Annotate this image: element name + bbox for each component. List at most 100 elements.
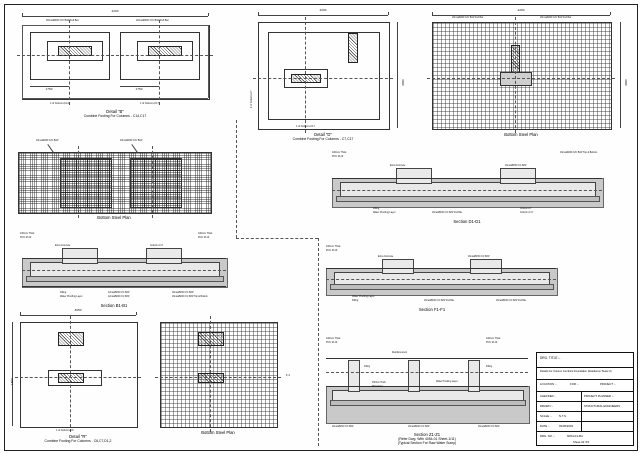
- bsp-tr-title-text: Bottom Steel Plan: [504, 132, 538, 137]
- detail-b-dim-1: 1750: [45, 87, 53, 91]
- tb-row-2-left-value: N.T.S.: [559, 414, 567, 418]
- detail-d-subtitle: Combine Footing For Columns - C7,C17: [292, 137, 354, 141]
- title-block: DRG. TITLE :- Details For Column Combine…: [536, 352, 634, 446]
- sec-z1-label-6: Filling: [364, 366, 370, 368]
- sec-b1-title-text: Section B1-B1: [100, 303, 128, 308]
- sec-z1-label-5: Water Proofing Layer: [436, 381, 458, 383]
- detail-d-col-c7: ¢ of Column-C7: [250, 90, 253, 108]
- sec-d1-label-8: Column-C7: [520, 208, 532, 210]
- detail-d-col-c17: ¢ of Column-C17: [296, 125, 315, 128]
- tb-row-2-left-label: SCALE :-: [540, 414, 552, 418]
- tb-row-4-left-label: DRG. NO. :-: [540, 434, 556, 438]
- tb-row-0-right-label: PROJECT PLANNER :-: [584, 394, 614, 398]
- bsp-left-label-1: 16nosØ200 C/C B/W: [36, 139, 59, 142]
- sec-z1-label-8: 100mm Thick: [486, 337, 501, 340]
- sec-z1-label-1: PCC M-10: [326, 341, 338, 344]
- sec-b1-label-6: PCC M-10: [198, 236, 210, 239]
- tb-row-4-left-value: 6054-01-B4: [567, 434, 583, 438]
- bsp-tr-dim-overall: 4200: [517, 8, 525, 12]
- sec-b1-label-12: Column-C17: [150, 245, 163, 247]
- sec-d1-label-9: Column-C17: [520, 212, 533, 214]
- detail-r-subtitle: Combine Footing For Columns - C6,C7,D1,2: [44, 439, 112, 443]
- tb-location-label: LOCATION :-: [540, 382, 557, 386]
- detail-r-col-c6: ¢ of Column-C6: [56, 429, 74, 432]
- sec-d1-label-1: PCC M-10: [332, 155, 344, 158]
- sec-z1-label-4: Reinforcement: [392, 352, 407, 354]
- sec-b1-label-10: 16nosØ200 C/C B/W Top & Bottom: [172, 296, 208, 298]
- sec-b1-label-2: Extra Concrete: [55, 245, 71, 247]
- detail-b-subtitle: Combine Footing For Columns - C14,C17: [83, 114, 147, 118]
- sec-z1-label-7: Filling: [486, 366, 492, 368]
- divider-vertical-mid: [236, 120, 237, 238]
- detail-b-title-text: Detail "B": [106, 109, 124, 114]
- tb-row-1-right-label: STRUCTURAL ENGINEERS: [584, 404, 620, 408]
- sec-b1-label-1: PCC M-10: [20, 236, 32, 239]
- detail-b-label-1: 20nosØ200 C/C B/W Full Bar: [46, 19, 79, 22]
- sec-f1-label-3: Water Proofing Layer: [352, 295, 375, 298]
- sec-z1-label-3: PCC M-10: [372, 386, 383, 388]
- tb-drw-title-label: DRG. TITLE :-: [540, 356, 561, 360]
- tb-row-3-left-value: 03/05/2003: [559, 424, 573, 428]
- sec-z1-title-text: Section Z1-Z1: [413, 432, 441, 437]
- sec-z1-label-0: 100mm Thick: [326, 337, 341, 340]
- sheet-border: [4, 4, 638, 451]
- sec-f1-label-7: 16nosØ200 C/C B/W Full Bar: [496, 300, 526, 302]
- detail-b-dim-overall: 4200: [111, 9, 119, 13]
- detail-r-title: Detail "R" Combine Footing For Columns -…: [45, 434, 112, 443]
- bsp-tr-title: Bottom Steel Plan: [504, 132, 538, 137]
- bsp-left-label-2: 16nosØ200 C/C B/W: [120, 139, 143, 142]
- sec-d1-label-7: 16nosØ200 C/C B/W Full Bar: [432, 212, 462, 214]
- sec-b1-label-9: 16nosØ200 C/C B/W: [172, 292, 194, 294]
- bsp-tr-dim-height: 3650: [624, 79, 628, 86]
- detail-d-dim-overall: 4200: [319, 8, 327, 12]
- bsp-bottom-title-text: Bottom Steel Plan: [201, 430, 235, 435]
- tb-drw-title-value: Details For Column Combine Foundation (R…: [540, 370, 612, 373]
- bsp-bottom-title: Bottom Steel Plan: [201, 430, 235, 435]
- sec-f1-title: Section F1-F1: [419, 307, 445, 312]
- sec-f1-label-6: 16nosØ200 C/C B/W Full Bar: [424, 300, 454, 302]
- sec-d1-title-text: Section D1-D1: [453, 219, 481, 224]
- detail-b-col-c17: ¢ of Column-C17: [140, 102, 159, 105]
- sec-d1-label-3: Water Proofing Layer: [373, 211, 396, 214]
- tb-row-1-left-label: DRAWN :-: [540, 404, 553, 408]
- sec-b1-label-3: Water Proofing Layer: [60, 295, 83, 298]
- sec-z1-label-10: 16nosØ200 C/C B/W: [332, 426, 354, 428]
- sec-b1-title: Section B1-B1: [101, 303, 128, 308]
- detail-b-title: Detail "B" Combine Footing For Columns -…: [84, 109, 147, 118]
- detail-d-title-text: Detail "D": [314, 132, 332, 137]
- sec-f1-title-text: Section F1-F1: [418, 307, 446, 312]
- tb-row-5-sheet: Sheet-02 /15: [573, 440, 590, 444]
- tb-for-label: FOR :-: [570, 382, 579, 386]
- sec-f1-label-4: Filling: [352, 299, 359, 302]
- sec-f1-label-0: 100mm Thick: [326, 245, 341, 248]
- bsp-tr-label-1: 20nosØ200 C/C B/W Full Bar: [452, 15, 484, 19]
- sec-d1-label-0: 100mm Thick: [332, 151, 347, 154]
- sec-z1-title: Section Z1-Z1 (Refer Dwg. With 4054-01 S…: [398, 432, 456, 445]
- detail-b-col-c14: ¢ of Column-C14: [50, 102, 69, 105]
- divider-horizontal-mid: [236, 238, 318, 239]
- sec-b1-label-5: 100mm Thick: [198, 232, 213, 235]
- tb-row-0-left-label: CHECKED :-: [540, 394, 557, 398]
- sec-d1-label-10: 16nosØ200 C/C B/W Top & Bottom: [560, 151, 598, 154]
- detail-r-dim-overall: 3650: [74, 308, 82, 312]
- sec-b1-label-7: 12nosØ200 C/C B/W: [108, 292, 130, 294]
- sec-z1-label-11: 16nosØ200 C/C B/W: [408, 426, 430, 428]
- bsp-bottom-f2: F 2: [286, 373, 291, 377]
- bsp-left-title: Bottom Steel Plan: [97, 215, 131, 220]
- sec-d1-label-4: Filling: [373, 207, 380, 210]
- detail-r-dim-height: 1800: [10, 378, 14, 385]
- sec-f1-label-1: PCC M-10: [326, 249, 338, 252]
- sec-b1-label-4: Filling: [60, 291, 67, 294]
- sec-b1-label-8: 12nosØ200 C/C B/W: [108, 296, 130, 298]
- sec-f1-label-2: Extra Concrete: [378, 256, 394, 258]
- divider-vertical-right: [318, 238, 319, 446]
- sec-z1-label-2: 150mm Thick: [372, 382, 386, 384]
- sec-z1-note: (Typical Section For Raw Water Sump): [397, 441, 457, 445]
- detail-d-dim-height: 3650: [401, 79, 405, 86]
- tb-project-label: PROJECT :-: [600, 382, 616, 386]
- detail-d-title: Detail "D" Combine Footing For Columns -…: [293, 132, 354, 141]
- bsp-left-title-text: Bottom Steel Plan: [97, 215, 131, 220]
- tb-row-3-left-label: DATE :-: [540, 424, 550, 428]
- bsp-tr-label-2: 20nosØ200 C/C B/W Full Bar: [540, 15, 572, 19]
